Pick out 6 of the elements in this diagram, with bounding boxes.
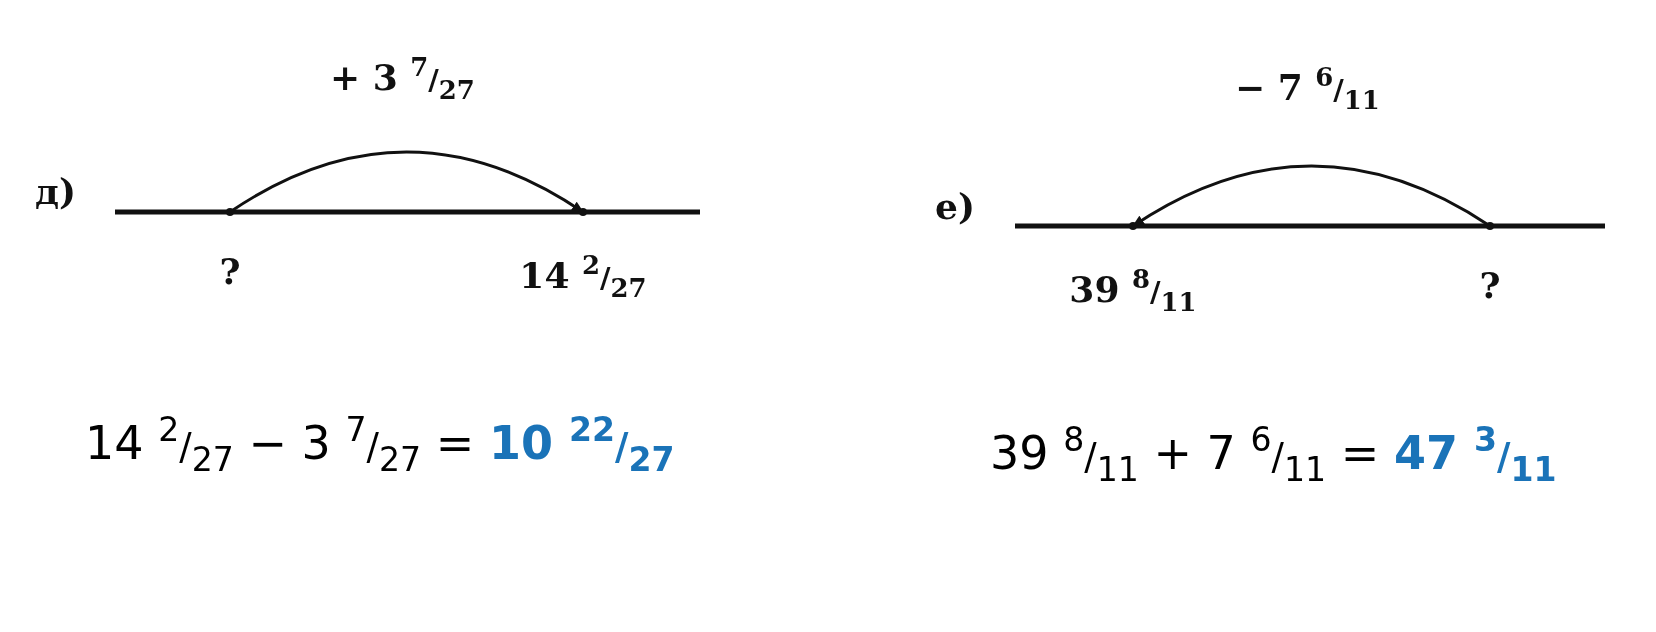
edge-label: + 3 $^{7}$/$_{27}$ [330,52,475,106]
equation: 14 $^{2}$/$_{27}$ − 3 $^{7}$/$_{27}$ = 10 $^{22}$/$_{27}$ [85,410,675,479]
equation: 39 $^{8}$/$_{11}$ + 7 $^{6}$/$_{11}$ = 47 $^{3}$/$_{11}$ [990,420,1557,489]
edge-label: − 7 $^{6}$/$_{11}$ [1235,62,1380,116]
item-letter: е) [935,185,975,227]
item-letter: д) [35,170,77,212]
